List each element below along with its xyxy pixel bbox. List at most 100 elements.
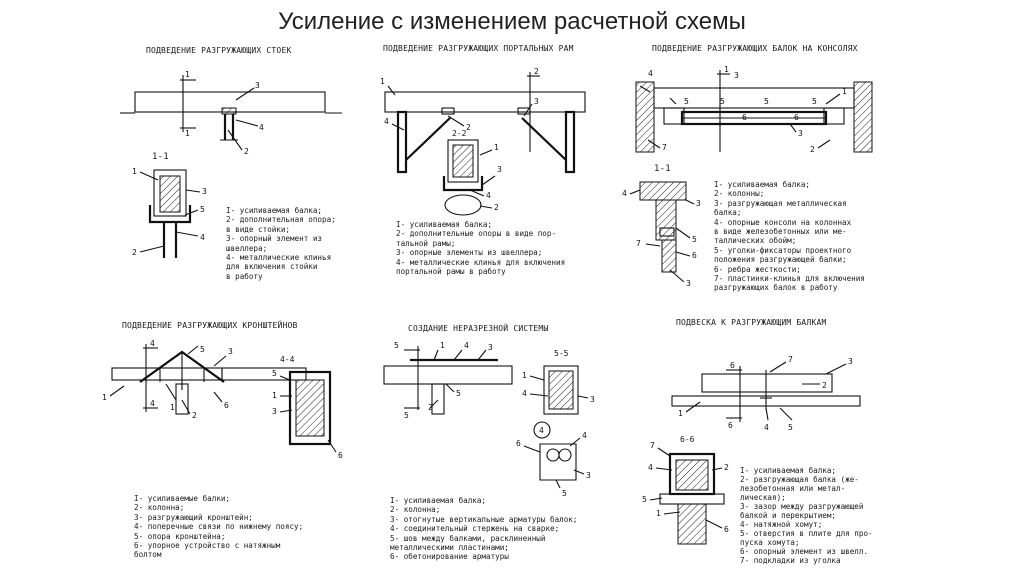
svg-text:1: 1: [842, 87, 847, 96]
svg-text:1: 1: [522, 371, 527, 380]
legend-item: I- усиливаемая балка;: [226, 206, 323, 215]
svg-text:2: 2: [132, 248, 137, 257]
svg-text:3: 3: [272, 407, 277, 416]
svg-text:7: 7: [636, 239, 641, 248]
legend-item: 2- колонны;: [714, 189, 765, 199]
svg-text:5: 5: [764, 97, 769, 106]
panel3-legend: I- усиливаемая балка; 2- колонны; 3- раз…: [714, 180, 865, 293]
legend-item: 2- дополнительная опора;: [226, 215, 336, 225]
panel4-heading: ПОДВЕДЕНИЕ РАЗГРУЖАЮЩИХ КРОНШТЕЙНОВ: [122, 321, 298, 330]
legend-item: таллических обойм;: [714, 236, 797, 246]
svg-text:2: 2: [822, 381, 827, 390]
legend-item: 3- разгружающая металлическая: [714, 198, 847, 208]
panel5-section-drawing: 5-5 4 1 4 3 6 4 3 5: [516, 349, 595, 498]
legend-item: 6- упорное устройство с натяжным: [134, 541, 281, 551]
legend-item: лезобетонная или метал-: [740, 484, 846, 493]
svg-text:2: 2: [494, 203, 499, 212]
svg-text:4: 4: [522, 389, 527, 398]
svg-text:1: 1: [185, 70, 190, 79]
svg-text:3: 3: [497, 165, 502, 174]
svg-text:6: 6: [728, 421, 733, 430]
legend-item: 5- отверстия в плите для про-: [740, 529, 873, 538]
svg-text:5: 5: [788, 423, 793, 432]
svg-text:2: 2: [428, 403, 433, 412]
svg-text:2: 2: [810, 145, 815, 154]
legend-item: болтом: [134, 550, 162, 560]
legend-item: в виде стойки;: [226, 224, 291, 234]
legend-item: тальной рамы;: [396, 238, 456, 248]
legend-item: 4- опорные консоли на колоннах: [714, 217, 852, 227]
legend-item: пуска хомута;: [740, 538, 800, 547]
svg-text:6: 6: [338, 451, 343, 460]
legend-item: для включения стойки: [226, 262, 318, 272]
svg-text:6: 6: [794, 113, 799, 122]
svg-text:1: 1: [494, 143, 499, 152]
svg-text:1: 1: [380, 77, 385, 86]
panel4-legend: I- усиливаемые балки; 2- колонна; 3- раз…: [134, 494, 303, 560]
legend-item: 3- опорные элементы из швеллера;: [396, 248, 543, 258]
legend-item: I- усиливаемая балка;: [390, 496, 487, 505]
legend-item: металлическими пластинами;: [390, 543, 509, 553]
legend-item: в работу: [226, 271, 263, 281]
svg-text:5: 5: [394, 341, 399, 350]
svg-text:1: 1: [724, 65, 729, 74]
svg-text:6: 6: [692, 251, 697, 260]
panel6-section-drawing: 6-6 7 4 2 5 1 6: [642, 435, 729, 545]
legend-item: 2- разгружающая балка (же-: [740, 475, 859, 484]
svg-text:5: 5: [812, 97, 817, 106]
panel2-section-drawing: 2-2 1 3 4 2: [442, 129, 502, 216]
legend-item: 7- подкладки из уголка: [740, 556, 841, 565]
panel6-elevation-drawing: 66 7 3 2 1 4 5: [671, 355, 861, 432]
svg-text:3: 3: [848, 357, 853, 366]
legend-item: разгружающих балок в работу: [714, 283, 838, 293]
svg-text:3: 3: [686, 279, 691, 288]
legend-item: 3- зазор между разгружающей: [740, 502, 864, 511]
legend-item: 5- шов между балками, расклиненный: [390, 533, 546, 543]
svg-text:5: 5: [684, 97, 689, 106]
panel6-legend: I- усиливаемая балка; 2- разгружающая ба…: [740, 466, 873, 565]
legend-item: швеллера;: [226, 243, 268, 253]
legend-item: 5- уголки-фиксаторы проектного: [714, 245, 852, 255]
svg-text:6: 6: [742, 113, 747, 122]
svg-text:2: 2: [466, 123, 471, 132]
svg-text:5: 5: [642, 495, 647, 504]
svg-text:2-2: 2-2: [452, 129, 467, 138]
svg-text:1: 1: [132, 167, 137, 176]
svg-text:5: 5: [404, 411, 409, 420]
svg-text:1: 1: [185, 129, 190, 138]
svg-text:3: 3: [590, 395, 595, 404]
svg-text:5: 5: [562, 489, 567, 498]
svg-text:5-5: 5-5: [554, 349, 569, 358]
svg-text:4: 4: [150, 399, 155, 408]
svg-text:3: 3: [228, 347, 233, 356]
svg-text:1: 1: [440, 341, 445, 350]
svg-text:1: 1: [102, 393, 107, 402]
legend-item: 4- натяжной хомут;: [740, 520, 823, 529]
legend-item: 2- колонна;: [390, 505, 441, 515]
legend-item: I- усиливаемая балка;: [396, 220, 493, 229]
panel1-elevation-drawing: 11 3 2 4: [120, 70, 342, 156]
svg-text:2: 2: [192, 411, 197, 420]
legend-item: 6- опорный элемент из швелл.: [740, 547, 869, 556]
legend-item: 4- соединительный стержень на сварке;: [390, 524, 560, 534]
panel2-legend: I- усиливаемая балка; 2- дополнительные …: [396, 220, 565, 276]
panel3-section-drawing: 4 3 5 7 6 3: [622, 181, 701, 288]
legend-item: 7- пластинки-клинья для включения: [714, 274, 865, 284]
svg-text:5: 5: [200, 345, 205, 354]
svg-text:4: 4: [648, 69, 653, 78]
legend-item: 3- опорный элемент из: [226, 234, 323, 244]
svg-text:7: 7: [788, 355, 793, 364]
panel6-heading: ПОДВЕСКА К РАЗГРУЖАЮЩИМ БАЛКАМ: [676, 318, 827, 327]
svg-text:1: 1: [272, 391, 277, 400]
panel4-section-drawing: 4-4 5 1 3 6: [272, 355, 343, 460]
panel1-section-label: 1-1: [152, 152, 169, 162]
panel5-elevation-drawing: 55 1 4 3 5 2: [383, 341, 513, 420]
svg-text:4: 4: [582, 431, 587, 440]
svg-text:3: 3: [696, 199, 701, 208]
svg-text:6: 6: [730, 361, 735, 370]
svg-text:4: 4: [200, 233, 205, 242]
panel5-legend: I- усиливаемая балка; 2- колонна; 3- ото…: [390, 496, 577, 562]
svg-text:3: 3: [202, 187, 207, 196]
